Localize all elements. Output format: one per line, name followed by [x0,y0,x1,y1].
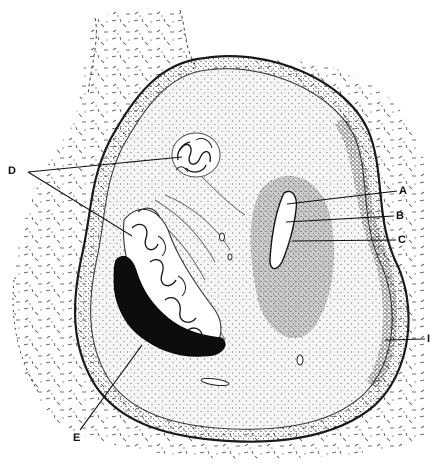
label-f: I [427,333,430,345]
structure-d-upper [172,133,220,177]
label-d: D [8,165,16,177]
label-a: A [399,185,407,197]
label-b: B [396,210,404,222]
label-e: E [73,432,80,444]
label-c: C [398,234,406,246]
